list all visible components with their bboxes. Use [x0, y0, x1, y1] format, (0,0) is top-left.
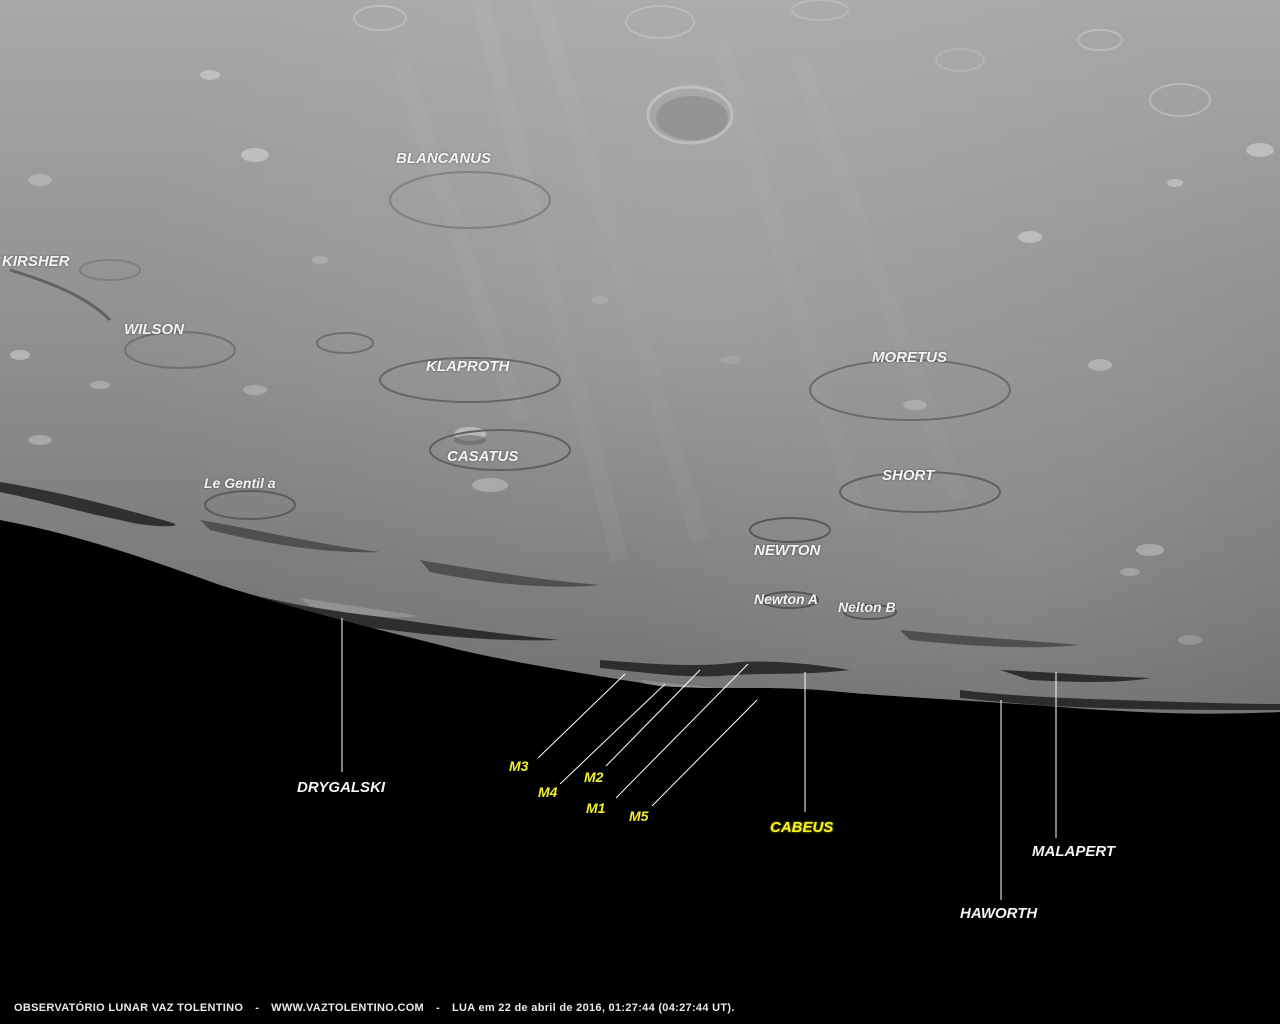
capture-date: LUA em 22 de abril de 2016, 01:27:44 (04…	[452, 1002, 735, 1014]
label-le-gentil-a: Le Gentil a	[204, 475, 276, 491]
label-m2: M2	[584, 769, 604, 785]
image-credit-footer: OBSERVATÓRIO LUNAR VAZ TOLENTINO-WWW.VAZ…	[14, 1002, 735, 1014]
label-drygalski: DRYGALSKI	[297, 779, 386, 796]
label-casatus: CASATUS	[447, 448, 519, 465]
website-text: WWW.VAZTOLENTINO.COM	[271, 1002, 425, 1014]
label-m1: M1	[586, 800, 606, 816]
label-blancanus: BLANCANUS	[396, 150, 491, 167]
label-nelton-b: Nelton B	[838, 599, 896, 615]
label-newton-a: Newton A	[754, 591, 819, 607]
label-kirsher: KIRSHER	[2, 253, 70, 270]
label-short: SHORT	[882, 467, 935, 484]
observatory-name: OBSERVATÓRIO LUNAR VAZ TOLENTINO	[14, 1002, 244, 1014]
label-cabeus: CABEUS	[770, 819, 834, 836]
label-m4: M4	[538, 784, 558, 800]
label-malapert: MALAPERT	[1032, 843, 1116, 860]
label-moretus: MORETUS	[872, 349, 947, 366]
footer-separator: -	[436, 1002, 440, 1014]
label-newton: NEWTON	[754, 542, 821, 559]
label-klaproth: KLAPROTH	[426, 358, 510, 375]
footer-separator: -	[255, 1002, 260, 1014]
label-haworth: HAWORTH	[960, 905, 1038, 922]
label-m3: M3	[509, 758, 529, 774]
label-m5: M5	[629, 808, 649, 824]
label-wilson: WILSON	[124, 321, 184, 338]
